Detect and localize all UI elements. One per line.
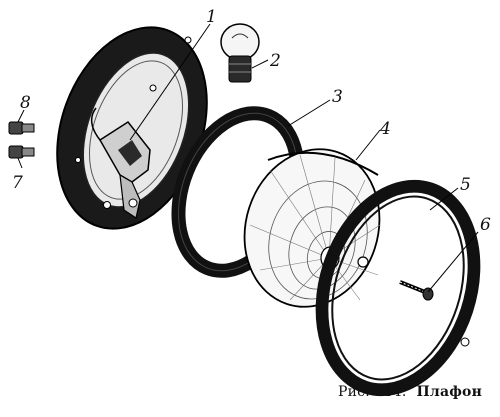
callout-1: 1: [206, 7, 217, 27]
base-plate: [56, 26, 208, 230]
diffuser-lens: [243, 148, 381, 309]
callout-4: 4: [379, 119, 391, 139]
callout-6: 6: [480, 215, 491, 235]
caption-prefix: Рис. 114.: [338, 384, 407, 400]
callout-8: 8: [20, 93, 31, 113]
callout-5: 5: [460, 175, 471, 195]
small-screw-8: [8, 121, 35, 135]
bulb: [220, 23, 260, 83]
callout-2: 2: [269, 51, 281, 71]
callout-3: 3: [332, 87, 343, 107]
long-screw: [399, 280, 434, 301]
leader-lines: [17, 23, 479, 293]
callout-7: 7: [12, 173, 23, 193]
retaining-rim: [315, 179, 481, 397]
figure-caption: Рис. 114. Плафон: [338, 384, 482, 400]
caption-title: Плафон: [416, 384, 483, 400]
small-screw-7: [8, 145, 35, 159]
